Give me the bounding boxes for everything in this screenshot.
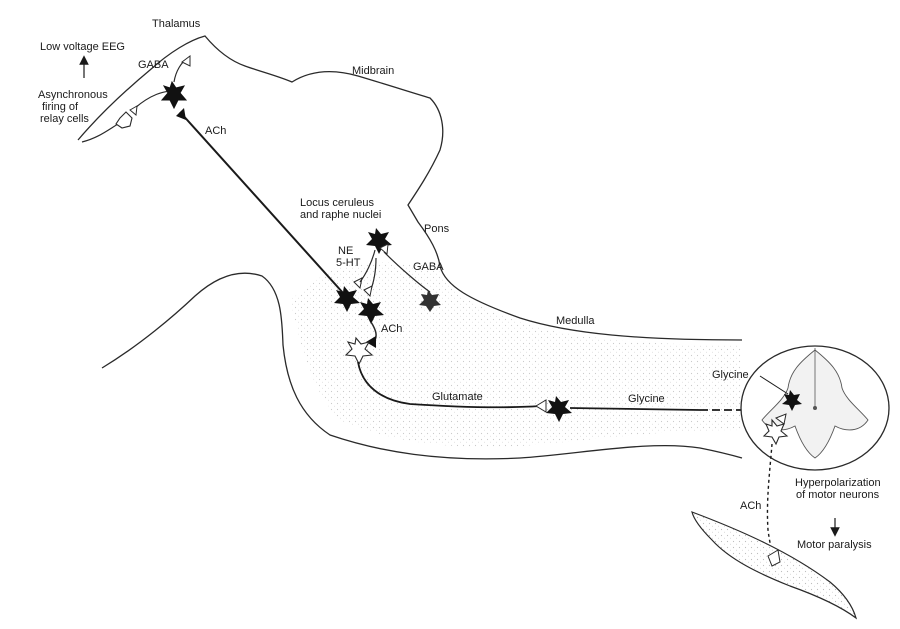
ach-pontine-neuron xyxy=(334,286,360,312)
brainstem-lower-outline xyxy=(101,272,743,460)
ach-thalamic-terminal xyxy=(176,108,186,120)
label-ach-pons: ACh xyxy=(381,323,402,335)
label-ne: NE xyxy=(338,245,353,257)
label-gaba-pons: GABA xyxy=(413,261,444,273)
label-motor-paralysis: Motor paralysis xyxy=(797,539,872,551)
label-glycine-tract: Glycine xyxy=(628,393,665,405)
spinal-cord-section-icon xyxy=(740,345,890,471)
gaba-pons-terminal-a xyxy=(379,243,389,256)
ach-medulla-terminal xyxy=(366,336,376,348)
relay-cell xyxy=(115,111,133,129)
label-midbrain: Midbrain xyxy=(352,65,394,77)
spinal-glycine-neuron xyxy=(782,390,802,411)
gaba-thalamic-terminal xyxy=(129,105,138,116)
neuromuscular-junction xyxy=(767,549,781,567)
relay-cell-axon xyxy=(81,123,119,143)
label-locus-1: Locus ceruleus xyxy=(300,197,374,209)
thalamic-input-terminal xyxy=(181,55,191,67)
label-gaba-thalamus: GABA xyxy=(138,59,169,71)
label-hyper-1: Hyperpolarization xyxy=(795,477,881,489)
label-pons: Pons xyxy=(424,223,450,235)
glycine-pointer xyxy=(759,375,789,395)
label-glutamate: Glutamate xyxy=(432,391,483,403)
ach-projection xyxy=(179,111,345,295)
label-async-3: relay cells xyxy=(40,113,89,125)
glutamate-tract xyxy=(357,361,541,409)
locus-to-ne-axon xyxy=(359,249,376,283)
label-async-2: firing of xyxy=(42,101,79,113)
label-thalamus: Thalamus xyxy=(152,18,201,30)
gaba-pons-neuron xyxy=(419,290,441,312)
spinal-glycine-terminal xyxy=(774,413,787,425)
thalamus-midbrain-outline xyxy=(77,35,743,341)
label-glycine-cord: Glycine xyxy=(712,369,749,381)
glycinergic-medullary-neuron xyxy=(546,396,572,422)
motor-axon xyxy=(766,443,775,557)
thalamic-neuron xyxy=(160,80,188,110)
gaba-pons-terminal-b xyxy=(363,285,373,298)
label-5ht: 5-HT xyxy=(336,257,361,269)
glutamate-terminal xyxy=(535,399,547,413)
label-ach-thalamic: ACh xyxy=(205,125,226,137)
label-ach-motor: ACh xyxy=(740,500,761,512)
label-hyper-2: of motor neurons xyxy=(796,489,880,501)
ne-terminal xyxy=(353,277,363,290)
brainstem-stipple xyxy=(290,262,742,447)
cholinergic-neuron xyxy=(358,298,384,324)
label-low-voltage-eeg: Low voltage EEG xyxy=(40,41,125,53)
label-medulla: Medulla xyxy=(556,315,595,327)
locus-ceruleus-neuron xyxy=(366,228,392,254)
glycine-tract-solid xyxy=(569,407,701,411)
label-async-1: Asynchronous xyxy=(38,89,108,101)
label-locus-2: and raphe nuclei xyxy=(300,209,381,221)
locus-to-gaba-axon xyxy=(383,251,431,293)
